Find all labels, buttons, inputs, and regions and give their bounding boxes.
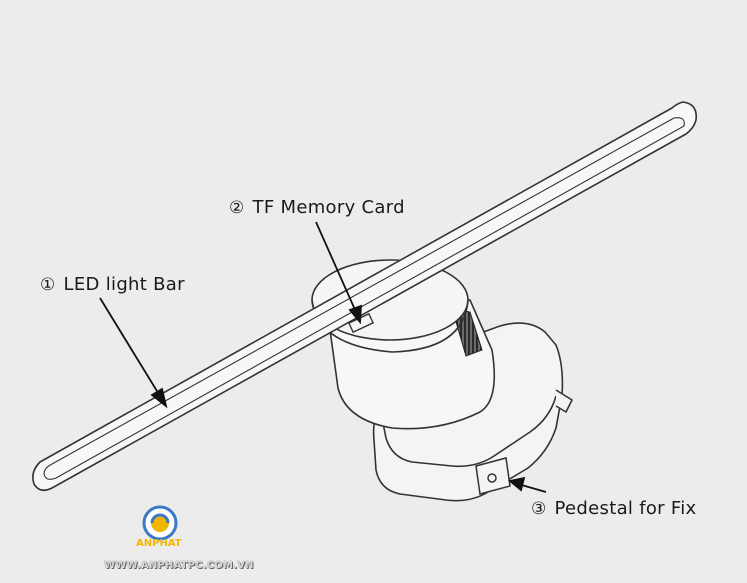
label-number: ③ [531, 499, 547, 519]
anphat-logo-icon [142, 505, 178, 541]
led-light-bar [32, 101, 698, 492]
leader-arrows [99, 221, 547, 493]
logo-url: WWW.ANPHATPC.COM.VN [104, 560, 254, 571]
pedestal-fix-bracket [475, 457, 511, 495]
label-number: ② [229, 198, 245, 218]
label-led-light-bar: ① LED light Bar [40, 274, 185, 295]
label-text: Pedestal for Fix [554, 498, 697, 519]
label-number: ① [40, 275, 56, 295]
label-tf-memory-card: ② TF Memory Card [229, 197, 405, 218]
arrow-led-bar [99, 297, 161, 397]
label-text: LED light Bar [63, 274, 185, 295]
label-pedestal-for-fix: ③ Pedestal for Fix [531, 498, 697, 519]
logo-brand: ANPHAT [136, 538, 182, 549]
arrow-tf-card [315, 221, 357, 313]
label-text: TF Memory Card [252, 197, 405, 218]
